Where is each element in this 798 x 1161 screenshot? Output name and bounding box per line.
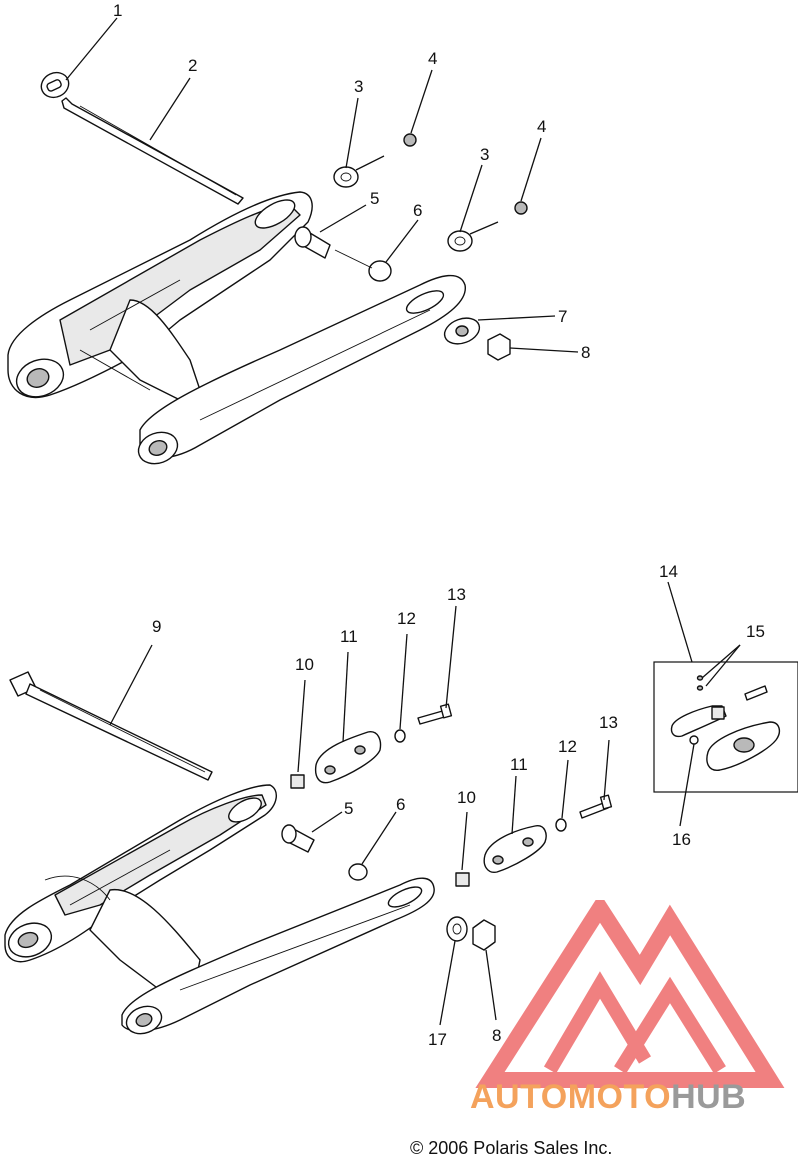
- part-2-pivot-shaft: [61, 97, 244, 205]
- part-3-bolt-b: [447, 221, 499, 252]
- part-4-nut-a: [403, 133, 417, 147]
- part-12-washer-b: [555, 818, 567, 832]
- callout-8: 8: [581, 343, 590, 362]
- watermark-hub: HUB: [671, 1078, 747, 1116]
- bottom-swingarm-body: [4, 784, 435, 1035]
- callout-7: 7: [558, 307, 567, 326]
- callout-9: 9: [152, 617, 161, 636]
- part-13-bolt-b: [579, 794, 613, 819]
- callout-3: 3: [480, 145, 489, 164]
- callout-5: 5: [344, 799, 353, 818]
- inset-kit-14: [653, 661, 798, 793]
- part-6-spacer-bottom: [348, 863, 368, 881]
- part-3-bolt-a: [333, 155, 385, 188]
- part-9-pivot-bolt: [9, 671, 213, 781]
- callout-8: 8: [492, 1026, 501, 1045]
- callout-16: 16: [672, 830, 691, 849]
- copyright-notice: © 2006 Polaris Sales Inc.: [410, 1138, 613, 1158]
- part-4-nut-b: [514, 201, 528, 215]
- part-6-spacer: [334, 249, 392, 282]
- callout-11: 11: [510, 755, 528, 774]
- callout-1: 1: [113, 1, 122, 20]
- callout-6: 6: [413, 201, 422, 220]
- bottom-swingarm-assembly: 9 10 11 12 13 10 11 12 13 5 6 17 8 14 15…: [4, 562, 798, 1049]
- callout-10: 10: [295, 655, 314, 674]
- callout-5: 5: [370, 189, 379, 208]
- callout-6: 6: [396, 795, 405, 814]
- watermark-text: AUTOMOTOHUB: [470, 1078, 746, 1117]
- callout-12: 12: [558, 737, 577, 756]
- callout-10: 10: [457, 788, 476, 807]
- part-1-washer: [40, 71, 70, 99]
- part-5-bushing: [294, 226, 331, 259]
- part-8-axle-nut: [487, 333, 511, 361]
- top-swingarm-body: [7, 191, 466, 465]
- top-swingarm-assembly: 1 2 3 4 3 4 5 6 7 8: [7, 1, 590, 465]
- part-12-washer-a: [394, 729, 406, 743]
- callout-14: 14: [659, 562, 678, 581]
- part-10-block-a: [290, 774, 305, 789]
- part-10-block-b: [455, 872, 470, 887]
- callout-13: 13: [447, 585, 466, 604]
- callout-11: 11: [340, 627, 358, 646]
- part-5-bushing-bottom: [281, 824, 315, 853]
- part-11-adjuster-a: [314, 731, 382, 784]
- part-17-washer: [446, 916, 468, 942]
- automotohub-logo: [475, 900, 785, 1088]
- callout-4: 4: [537, 117, 546, 136]
- callout-4: 4: [428, 49, 437, 68]
- part-13-bolt-a: [417, 703, 453, 725]
- part-11-adjuster-b: [483, 825, 547, 873]
- watermark-auto: AUTOMOTO: [470, 1078, 672, 1116]
- part-8-axle-nut-bottom: [472, 919, 496, 951]
- callout-2: 2: [188, 56, 197, 75]
- callout-15: 15: [746, 622, 765, 641]
- callout-17: 17: [428, 1030, 447, 1049]
- callout-13: 13: [599, 713, 618, 732]
- callout-12: 12: [397, 609, 416, 628]
- part-7-adjuster: [443, 317, 481, 345]
- callout-3: 3: [354, 77, 363, 96]
